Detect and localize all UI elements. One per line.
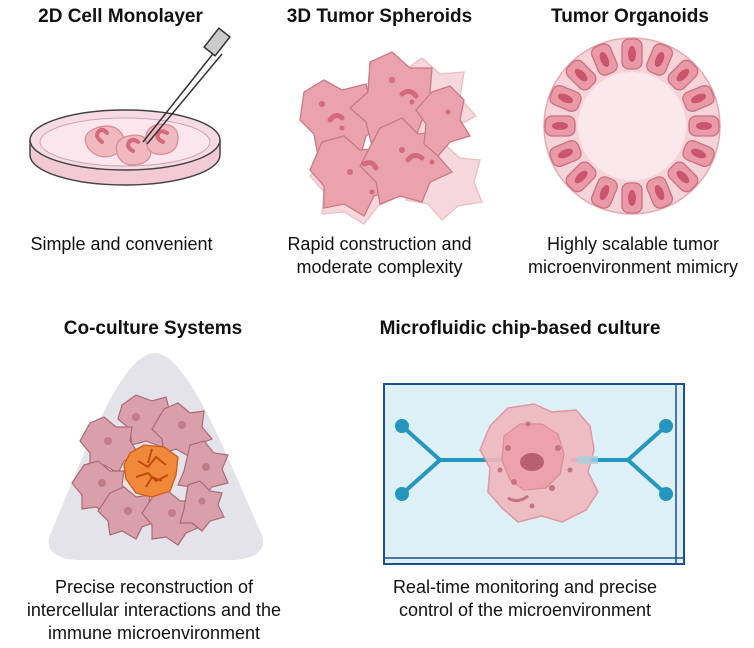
panel-title-3d-spheroids: 3D Tumor Spheroids — [286, 6, 473, 27]
panel-title-organoids: Tumor Organoids — [551, 6, 709, 27]
panel-caption-organoids: Highly scalable tumor microenvironment m… — [527, 234, 739, 277]
panel-caption-2d-monolayer: Simple and convenient — [30, 234, 213, 254]
organoid-nucleus — [654, 184, 665, 201]
co-culture-icon — [48, 353, 264, 560]
organoid-nucleus — [599, 51, 610, 68]
organoid-nucleus — [557, 93, 574, 104]
organoid-nucleus — [599, 184, 610, 201]
pipette-icon — [142, 27, 231, 145]
organoid-nucleus — [574, 68, 588, 82]
panel-title-co-culture: Co-culture Systems — [63, 318, 243, 339]
organoid-nucleus — [690, 148, 707, 159]
organoid-nucleus — [676, 170, 690, 184]
panel-title-microfluidic: Microfluidic chip-based culture — [379, 318, 661, 339]
organoid-nucleus — [574, 170, 588, 184]
organoid-nucleus — [690, 93, 707, 104]
organoid-lumen — [578, 72, 686, 180]
monolayer-cells — [84, 123, 179, 166]
spheroid-icon — [299, 51, 483, 225]
microfluidic-chip-icon — [383, 383, 685, 565]
organoid-nucleus — [628, 190, 636, 206]
organoid-nucleus — [676, 68, 690, 82]
panel-caption-microfluidic: Real-time monitoring and precise control… — [392, 577, 658, 620]
panel-title-2d-monolayer: 2D Cell Monolayer — [38, 6, 203, 27]
organoid-nucleus — [696, 122, 712, 130]
organoid-nucleus — [552, 122, 568, 130]
organoid-nucleus — [654, 51, 665, 68]
panel-caption-3d-spheroids: Rapid construction and moderate complexi… — [287, 234, 472, 277]
organoid-icon — [543, 37, 721, 215]
tumor-mass — [479, 403, 599, 523]
organoid-nucleus — [557, 148, 574, 159]
organoid-nucleus — [628, 46, 636, 62]
panel-caption-co-culture: Precise reconstruction of intercellular … — [26, 577, 282, 643]
immune-cell-cluster — [123, 444, 179, 498]
petri-dish-icon — [29, 27, 231, 186]
